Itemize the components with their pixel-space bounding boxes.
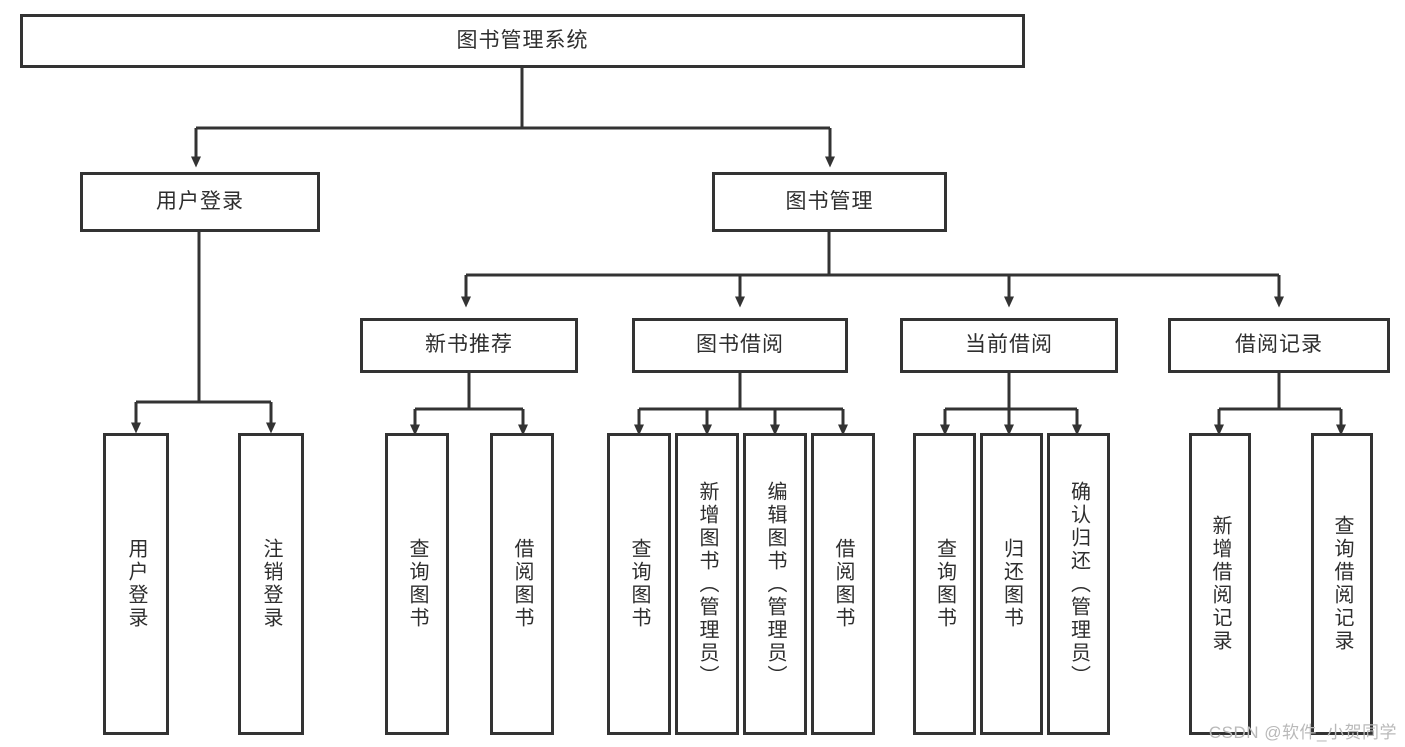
node-current-borrow[interactable]: 当前借阅 bbox=[900, 318, 1118, 373]
leaf-borrow-record-query[interactable]: 查询借阅记录 bbox=[1311, 433, 1373, 735]
leaf-user-login-logout[interactable]: 注销登录 bbox=[238, 433, 304, 735]
leaf-user-login-login[interactable]: 用户登录 bbox=[103, 433, 169, 735]
leaf-label: 查询图书 bbox=[406, 538, 428, 630]
leaf-new-book-query[interactable]: 查询图书 bbox=[385, 433, 449, 735]
node-borrow-record[interactable]: 借阅记录 bbox=[1168, 318, 1390, 373]
leaf-book-borrow-query[interactable]: 查询图书 bbox=[607, 433, 671, 735]
leaf-borrow-record-add[interactable]: 新增借阅记录 bbox=[1189, 433, 1251, 735]
leaf-book-borrow-borrow[interactable]: 借阅图书 bbox=[811, 433, 875, 735]
leaf-label: 查询图书 bbox=[933, 538, 956, 630]
leaf-current-borrow-query[interactable]: 查询图书 bbox=[913, 433, 976, 735]
leaf-label: 新增借阅记录 bbox=[1209, 515, 1231, 653]
leaf-current-borrow-return[interactable]: 归还图书 bbox=[980, 433, 1043, 735]
node-book-borrow[interactable]: 图书借阅 bbox=[632, 318, 848, 373]
leaf-label: 借阅图书 bbox=[832, 538, 854, 630]
node-book-management[interactable]: 图书管理 bbox=[712, 172, 947, 232]
leaf-label: 查询图书 bbox=[628, 538, 650, 630]
leaf-label: 归还图书 bbox=[1000, 538, 1023, 630]
leaf-label: 注销登录 bbox=[260, 538, 282, 630]
leaf-label: 借阅图书 bbox=[511, 538, 533, 630]
leaf-book-borrow-edit[interactable]: 编辑图书（管理员） bbox=[743, 433, 807, 735]
leaf-label: 查询借阅记录 bbox=[1331, 515, 1353, 653]
leaf-label: 用户登录 bbox=[125, 538, 147, 630]
leaf-label: 编辑图书（管理员） bbox=[764, 480, 786, 688]
leaf-new-book-borrow[interactable]: 借阅图书 bbox=[490, 433, 554, 735]
leaf-label: 新增图书（管理员） bbox=[696, 480, 718, 688]
leaf-current-borrow-confirm[interactable]: 确认归还（管理员） bbox=[1047, 433, 1110, 735]
node-root-system[interactable]: 图书管理系统 bbox=[20, 14, 1025, 68]
leaf-label: 确认归还（管理员） bbox=[1067, 480, 1090, 688]
node-user-login[interactable]: 用户登录 bbox=[80, 172, 320, 232]
leaf-book-borrow-add[interactable]: 新增图书（管理员） bbox=[675, 433, 739, 735]
node-new-book-recommend[interactable]: 新书推荐 bbox=[360, 318, 578, 373]
